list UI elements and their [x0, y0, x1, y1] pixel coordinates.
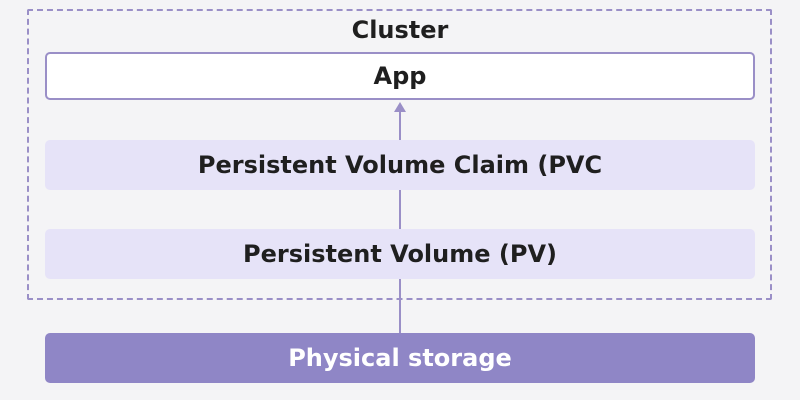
app-layer: App — [45, 52, 755, 100]
physical-storage-layer: Physical storage — [45, 333, 755, 383]
pvc-label: Persistent Volume Claim (PVC — [197, 151, 603, 179]
pvc-layer: Persistent Volume Claim (PVC — [45, 140, 755, 190]
app-label: App — [373, 62, 427, 90]
pv-label: Persistent Volume (PV) — [243, 240, 557, 268]
arrow-head — [394, 102, 406, 112]
cluster-title: Cluster — [351, 16, 449, 44]
storage-label: Physical storage — [288, 344, 512, 372]
pv-layer: Persistent Volume (PV) — [45, 229, 755, 279]
